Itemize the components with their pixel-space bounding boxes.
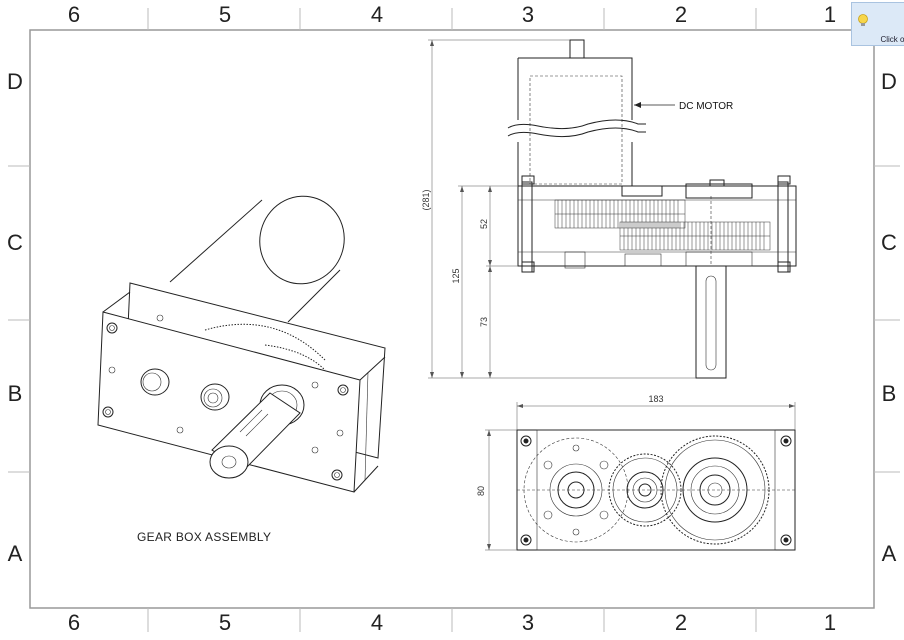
lightbulb-icon [858,14,868,26]
dim-width: 183 [648,394,663,404]
zone-row-c-left: C [7,230,23,255]
bottom-view-dimensions [485,402,796,551]
dim-lower-height: 125 [451,268,461,283]
side-view-dimensions [428,39,696,379]
zone-col-5-top: 5 [219,2,231,27]
zone-col-2-bottom: 2 [675,610,687,635]
side-view [507,39,797,379]
iso-gear-teeth [204,323,326,361]
iso-view-title: GEAR BOX ASSEMBLY [137,530,271,544]
zone-col-6-top: 6 [68,2,80,27]
zone-col-5-bottom: 5 [219,610,231,635]
isometric-view [97,195,386,493]
gear-stack [554,199,771,251]
zone-col-4-bottom: 4 [371,610,383,635]
zone-row-b-right: B [882,381,897,406]
zone-row-d-right: D [881,69,897,94]
zone-row-a-right: A [882,541,897,566]
zone-col-1-top: 1 [824,2,836,27]
side-output-shaft [695,265,727,379]
sheet-border [29,29,875,609]
zone-row-a-left: A [8,541,23,566]
hint-text: Click or PDF. [880,35,904,44]
motor-cylinder [169,195,345,323]
zone-col-1-bottom: 1 [824,610,836,635]
zone-ticks [8,8,900,632]
bottom-view [516,429,796,551]
zone-col-3-top: 3 [522,2,534,27]
zone-col-6-bottom: 6 [68,610,80,635]
dc-motor-callout: DC MOTOR [679,101,733,112]
zone-row-b-left: B [8,381,23,406]
zone-col-4-top: 4 [371,2,383,27]
zone-col-2-top: 2 [675,2,687,27]
dim-overall-height: (281) [421,189,431,210]
hint-popup[interactable]: Click or PDF. [851,2,904,46]
dim-height: 80 [476,486,486,496]
dim-gearbox-height: 52 [479,219,489,229]
zone-row-d-left: D [7,69,23,94]
zone-col-3-bottom: 3 [522,610,534,635]
motor-body [517,57,633,120]
zone-row-c-right: C [881,230,897,255]
dim-shaft-length: 73 [479,317,489,327]
